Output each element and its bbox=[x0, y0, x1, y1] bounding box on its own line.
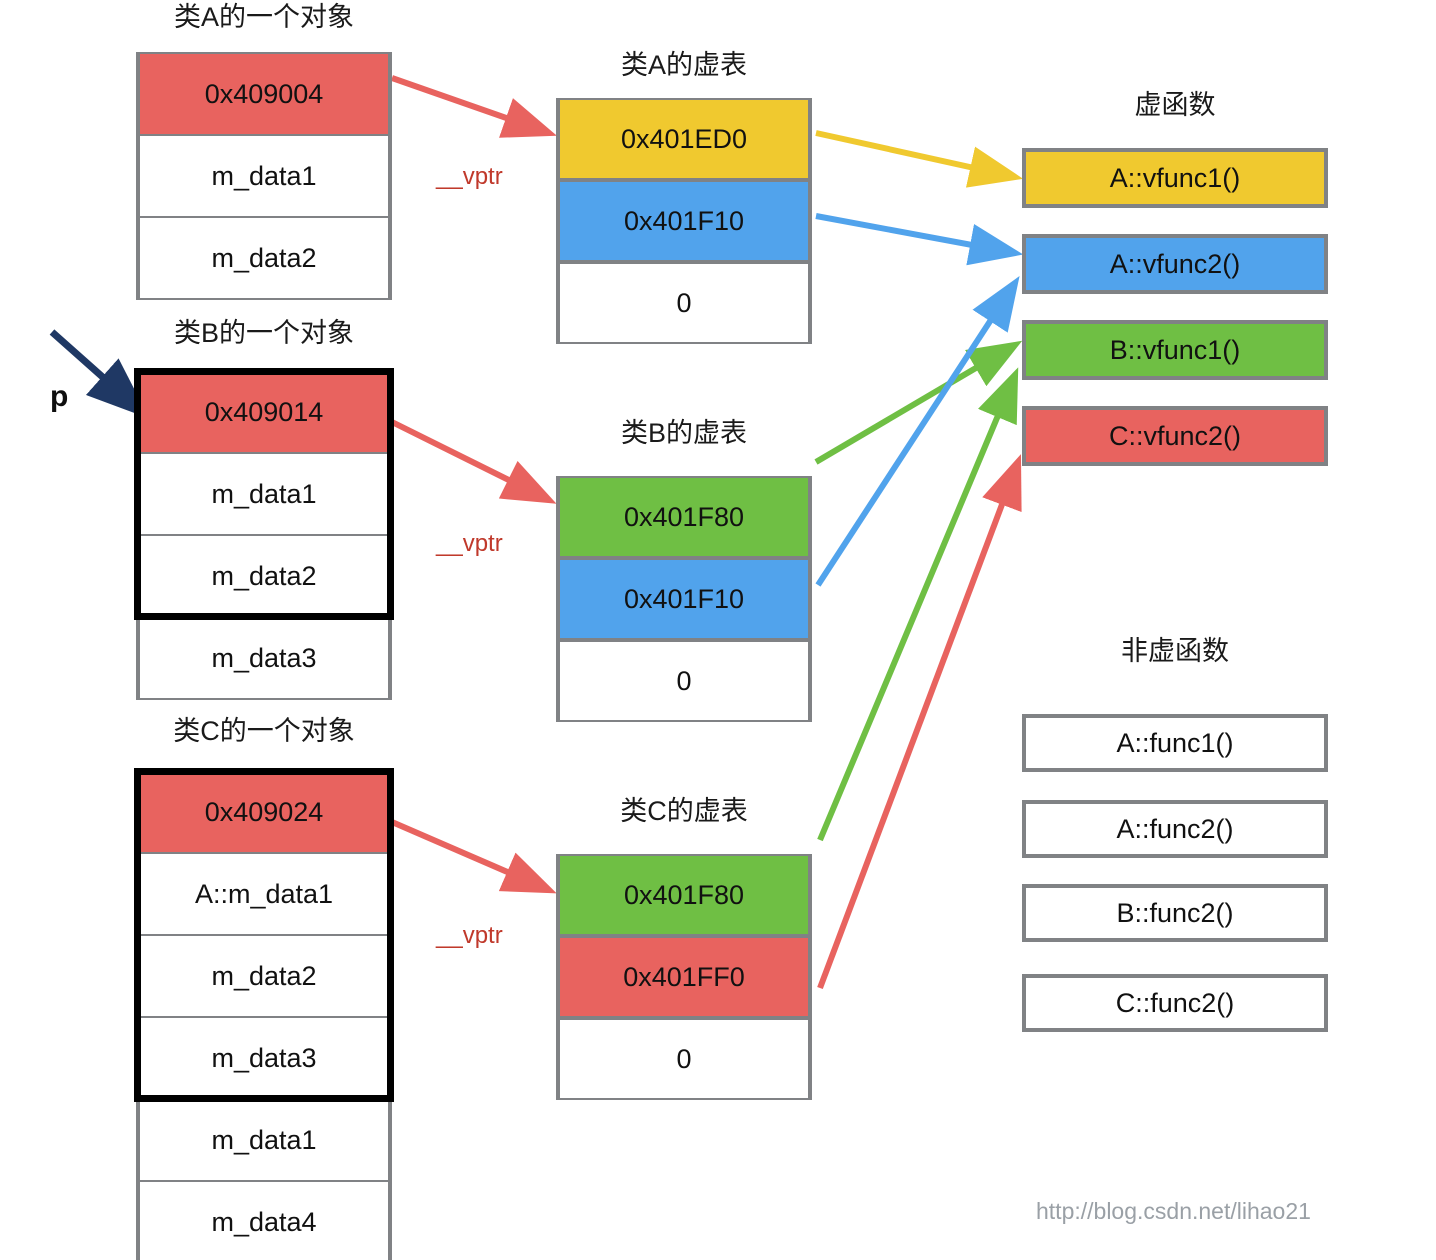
arrow-vtablea0-to-avfunc1 bbox=[815, 130, 1024, 188]
title-vtable-c: 类C的虚表 bbox=[620, 796, 748, 826]
title-object-a: 类A的一个对象 bbox=[173, 2, 354, 32]
watermark-url: http://blog.csdn.net/lihao21 bbox=[1036, 1198, 1311, 1224]
arrow-vtablec0-to-bvfunc1 bbox=[817, 367, 1019, 842]
nonvirtual-function-c-func2: C::func2() bbox=[1022, 974, 1328, 1032]
arrow-objectb-vptr-to-vtable-b bbox=[390, 419, 557, 504]
vtable-b-slot-0: 0x401F80 bbox=[556, 476, 812, 558]
arrow-vtablec1-to-cvfunc2 bbox=[817, 454, 1022, 990]
object-a-row-mdata1: m_data1 bbox=[136, 134, 392, 218]
title-vtable-a: 类A的虚表 bbox=[620, 50, 747, 80]
object-a-row-mdata2: m_data2 bbox=[136, 216, 392, 300]
virtual-function-a-vfunc2: A::vfunc2() bbox=[1022, 234, 1328, 294]
vtable-a-slot-1: 0x401F10 bbox=[556, 180, 812, 262]
object-c-row-mdata4: m_data4 bbox=[136, 1180, 392, 1260]
object-c-row-amdata1: A::m_data1 bbox=[136, 852, 392, 936]
virtual-function-b-vfunc1: B::vfunc1() bbox=[1022, 320, 1328, 380]
object-b-row-vptr: 0x409014 bbox=[136, 370, 392, 454]
object-c-row-mdata1: m_data1 bbox=[136, 1098, 392, 1182]
vtable-b-slot-1: 0x401F10 bbox=[556, 558, 812, 640]
title-object-c: 类C的一个对象 bbox=[173, 716, 355, 746]
vtable-c-slot-0: 0x401F80 bbox=[556, 854, 812, 936]
pointer-p-label: p bbox=[50, 380, 69, 413]
arrow-vtablea1-to-avfunc2 bbox=[815, 213, 1024, 266]
title-vtable-b: 类B的虚表 bbox=[620, 418, 747, 448]
virtual-function-c-vfunc2: C::vfunc2() bbox=[1022, 406, 1328, 466]
object-a-row-vptr: 0x409004 bbox=[136, 52, 392, 136]
object-c-row-mdata2: m_data2 bbox=[136, 934, 392, 1018]
arrow-vtableb0-to-bvfunc1 bbox=[814, 340, 1023, 465]
vtable-c-slot-1: 0x401FF0 bbox=[556, 936, 812, 1018]
arrow-objecta-vptr-to-vtable-a bbox=[391, 75, 557, 138]
nonvirtual-function-b-func2: B::func2() bbox=[1022, 884, 1328, 942]
title-virtual-functions: 虚函数 bbox=[1134, 90, 1216, 120]
title-object-b: 类B的一个对象 bbox=[173, 318, 354, 348]
vtable-c-slot-2: 0 bbox=[556, 1018, 812, 1100]
vptr-label-b: __vptr bbox=[436, 530, 503, 557]
nonvirtual-function-a-func2: A::func2() bbox=[1022, 800, 1328, 858]
vtable-b-slot-2: 0 bbox=[556, 640, 812, 722]
virtual-function-a-vfunc1: A::vfunc1() bbox=[1022, 148, 1328, 208]
arrow-vtableb1-to-avfunc2 bbox=[815, 275, 1020, 587]
object-b-row-mdata2: m_data2 bbox=[136, 534, 392, 618]
vtable-a-slot-0: 0x401ED0 bbox=[556, 98, 812, 180]
object-c-row-vptr: 0x409024 bbox=[136, 770, 392, 854]
vptr-label-a: __vptr bbox=[436, 163, 503, 190]
nonvirtual-function-a-func1: A::func1() bbox=[1022, 714, 1328, 772]
vtable-a-slot-2: 0 bbox=[556, 262, 812, 344]
object-b-row-mdata3: m_data3 bbox=[136, 616, 392, 700]
object-c-row-mdata3: m_data3 bbox=[136, 1016, 392, 1100]
arrow-objectc-vptr-to-vtable-c bbox=[390, 819, 557, 894]
object-b-row-mdata1: m_data1 bbox=[136, 452, 392, 536]
title-nonvirtual-functions: 非虚函数 bbox=[1121, 636, 1229, 666]
vptr-label-c: __vptr bbox=[436, 922, 503, 949]
